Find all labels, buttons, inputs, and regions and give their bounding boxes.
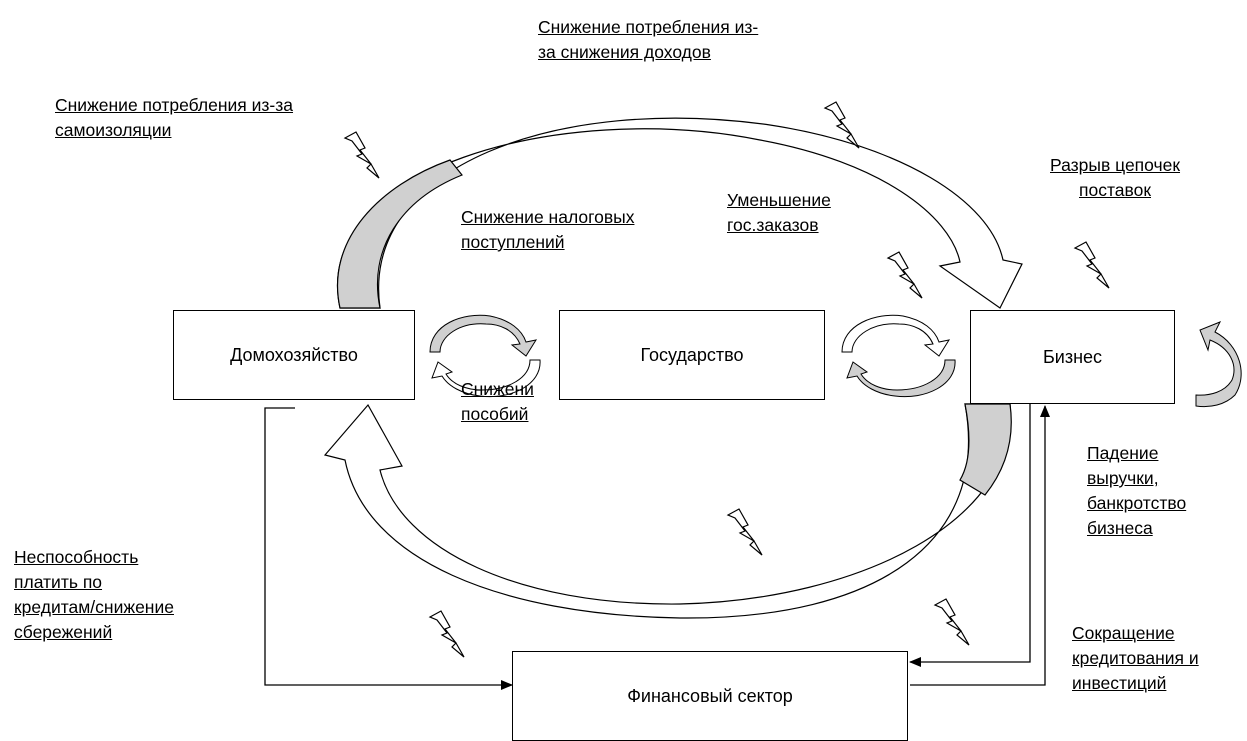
government-business-cycle-icon [841,314,956,398]
bottom-arc-arrow [323,403,1012,619]
benefits-label: Снижени пособий [461,377,534,427]
lending-cut-label: Сокращение кредитования и инвестиций [1072,621,1199,696]
supply-chain-label: Разрыв цепочек поставок [1050,153,1180,203]
business-box: Бизнес [970,310,1175,404]
lightning-bolt-icon [934,598,970,646]
tax-revenue-label: Снижение налоговых поступлений [461,205,634,255]
household-label: Домохозяйство [230,344,358,365]
label-line: сбережений [14,622,113,642]
label-line: Разрыв цепочек [1050,155,1181,175]
label-line: поставок [1079,180,1151,200]
label-line: кредитам/снижение [14,597,174,617]
label-line: Неспособность [14,547,139,567]
label-line: выручки, [1087,468,1159,488]
label-line: платить по [14,572,103,592]
lightning-bolt-icon [429,610,465,658]
lightning-bolt-icon [1074,241,1110,289]
financial-to-business-line [910,405,1050,686]
label-line: гос.заказов [727,215,819,235]
label-line: Снижение потребления из-за [55,95,294,115]
top-arc-arrow [337,117,1023,309]
lightning-bolt-icon [344,131,380,179]
gov-orders-label: Уменьшение гос.заказов [727,188,831,238]
business-label: Бизнес [1042,346,1103,367]
credit-inability-label: Неспособность платить по кредитам/снижен… [14,545,174,645]
government-box: Государство [559,310,825,400]
label-line: банкротство [1087,493,1187,513]
business-self-loop-icon [1195,321,1242,408]
label-line: за снижения доходов [538,42,711,62]
consumption-income-label: Снижение потребления из- за снижения дох… [538,15,758,65]
label-line: Уменьшение [727,190,831,210]
label-line: пособий [461,404,529,424]
household-box: Домохозяйство [173,310,415,400]
label-line: бизнеса [1087,518,1153,538]
lightning-bolt-icon [887,251,923,299]
label-line: кредитования и [1072,648,1199,668]
lightning-bolt-icon [727,508,763,556]
label-line: Падение [1087,443,1159,463]
label-line: Снижение налоговых [461,207,635,227]
household-to-financial-line [264,407,513,690]
label-line: Снижение потребления из- [538,17,759,37]
business-to-financial-line [909,404,1031,667]
label-line: инвестиций [1072,673,1167,693]
consumption-isolation-label: Снижение потребления из-за самоизоляции [55,93,293,143]
label-line: Сокращение [1072,623,1175,643]
financial-box: Финансовый сектор [512,651,908,741]
label-line: Снижени [461,379,534,399]
household-government-cycle-icon [429,314,541,398]
revenue-drop-label: Падение выручки, банкротство бизнеса [1087,441,1186,541]
government-label: Государство [640,344,744,365]
label-line: самоизоляции [55,120,172,140]
financial-label: Финансовый сектор [627,685,793,706]
label-line: поступлений [461,232,565,252]
